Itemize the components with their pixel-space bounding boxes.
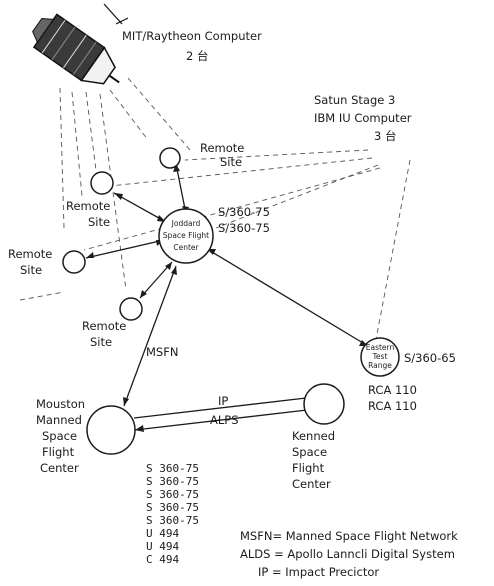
radio-link <box>374 160 410 350</box>
saturn-computer-count: 3 台 <box>374 129 396 143</box>
saturn-stage-label: Satun Stage 3 <box>314 93 395 107</box>
link-label-msfn: MSFN <box>146 345 178 359</box>
houston-computer-list: S 360-75 S 360-75 S 360-75 S 360-75 S 36… <box>146 462 199 566</box>
legend: MSFN= Manned Space Flight Network ALDS =… <box>240 529 458 579</box>
legend-alds: ALDS = Apollo Lanncli Digital System <box>240 547 455 561</box>
houston-computer: S 360-75 <box>146 488 199 501</box>
houston-computer: U 494 <box>146 527 179 540</box>
arrowhead <box>171 266 177 275</box>
remote-site-a: Remote Site <box>66 172 113 229</box>
remote-site-node <box>120 298 142 320</box>
remote-site-label: Remote <box>8 247 52 261</box>
spacecraft-computer-count: 2 台 <box>186 49 208 63</box>
kennedy-node <box>304 384 344 424</box>
radio-link <box>128 78 190 150</box>
houston-computer: S 360-75 <box>146 475 199 488</box>
kennedy-name: Flight <box>292 461 325 475</box>
remote-site-b: Remote Site <box>160 141 244 169</box>
houston-manned-space-flight-center: Mouston Manned Space Flight Center <box>36 397 135 475</box>
goddard-computer-label: S/360-75 <box>218 205 270 219</box>
goddard-name: Joddard <box>171 219 201 228</box>
eastern-rca-label: RCA 110 <box>368 399 417 413</box>
eastern-name: Test <box>372 352 388 361</box>
link-remote-c-goddard <box>86 240 164 258</box>
houston-node <box>87 406 135 454</box>
eastern-name: Range <box>368 361 392 370</box>
remote-site-node <box>160 148 180 168</box>
apollo-spacecraft-icon <box>26 4 131 99</box>
remote-site-label: Site <box>20 263 42 277</box>
goddard-name: Space Flight <box>163 231 209 240</box>
eastern-test-range: Eastern Test Range S/360-65 RCA 110 RCA … <box>361 338 456 413</box>
saturn-computer-label: IBM IU Computer <box>314 111 412 125</box>
houston-name: Flight <box>42 445 75 459</box>
remote-site-label: Site <box>88 215 110 229</box>
kennedy-name: Center <box>292 477 331 491</box>
houston-name: Center <box>40 461 79 475</box>
radio-link <box>110 90 148 140</box>
arrowhead <box>114 193 123 200</box>
kennedy-name: Kenned <box>292 429 335 443</box>
eastern-computer-label: S/360-65 <box>404 351 456 365</box>
arrowhead <box>123 397 129 406</box>
houston-computer: S 360-75 <box>146 462 199 475</box>
kennedy-name: Space <box>292 445 327 459</box>
link-label-ip: IP <box>218 394 228 408</box>
remote-site-label: Remote <box>66 199 110 213</box>
remote-site-d: Remote Site <box>82 298 142 349</box>
remote-site-c: Remote Site <box>8 247 85 277</box>
legend-msfn: MSFN= Manned Space Flight Network <box>240 529 458 543</box>
remote-site-label: Remote <box>200 141 244 155</box>
legend-ip: IP = Impact Precictor <box>258 565 379 579</box>
kennedy-space-flight-center: Kenned Space Flight Center <box>292 384 344 491</box>
spacecraft-computer-label: MIT/Raytheon Computer <box>122 29 262 43</box>
houston-computer: S 360-75 <box>146 501 199 514</box>
houston-computer: C 494 <box>146 553 179 566</box>
houston-name: Space <box>42 429 77 443</box>
radio-link <box>60 88 64 228</box>
remote-site-label: Site <box>90 335 112 349</box>
houston-computer: S 360-75 <box>146 514 199 527</box>
link-label-alps: ALPS <box>210 413 239 427</box>
eastern-rca-label: RCA 110 <box>368 383 417 397</box>
arrowhead <box>86 252 94 258</box>
houston-name: Mouston <box>36 397 85 411</box>
radio-link <box>86 92 96 170</box>
remote-site-label: Site <box>220 155 242 169</box>
houston-computer: U 494 <box>146 540 179 553</box>
remote-site-label: Remote <box>82 319 126 333</box>
eastern-name: Eastern <box>366 343 395 352</box>
remote-site-node <box>63 251 85 273</box>
link-goddard-eastern <box>207 249 368 346</box>
remote-site-node <box>91 172 113 194</box>
goddard-name: Center <box>173 243 199 252</box>
arrowhead <box>135 425 144 432</box>
houston-name: Manned <box>36 413 82 427</box>
goddard-computer-label: S/360-75 <box>218 221 270 235</box>
radio-link <box>72 92 82 196</box>
radio-link <box>20 292 64 300</box>
